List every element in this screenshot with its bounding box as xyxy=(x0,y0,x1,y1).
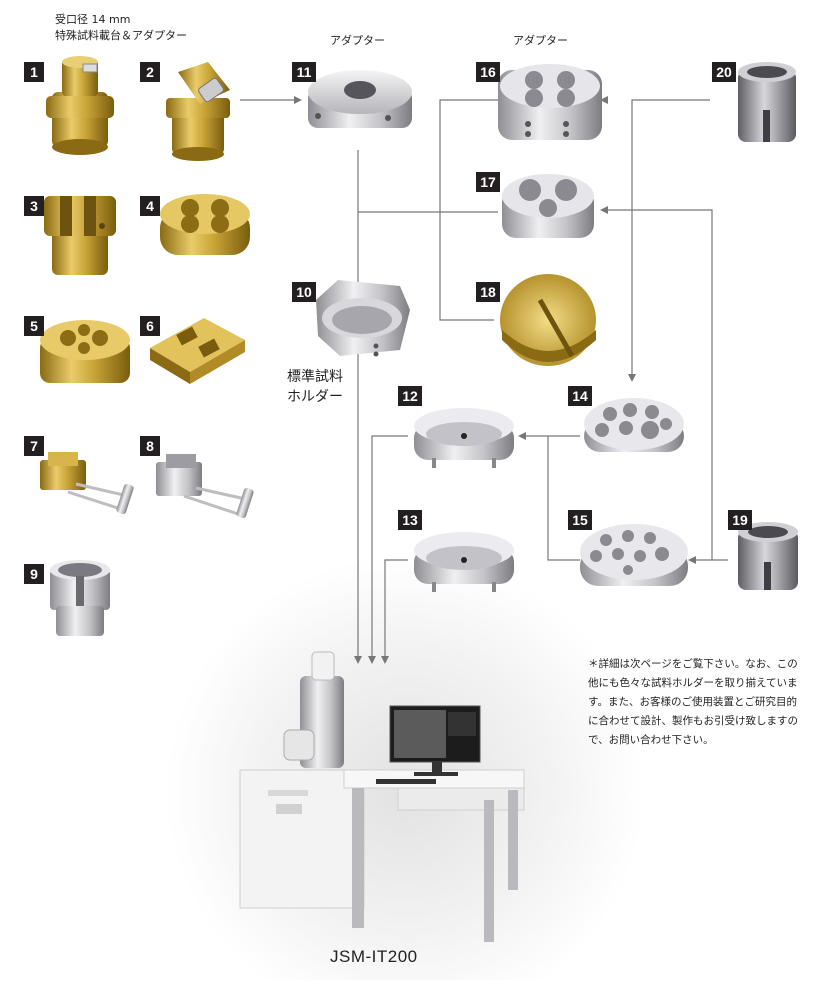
item-18-brass-disc-adapter xyxy=(500,274,596,366)
item-10-standard-holder xyxy=(316,280,410,357)
badge-3: 3 xyxy=(24,196,44,216)
badge-7: 7 xyxy=(24,436,44,456)
item-5-cross-brass xyxy=(40,320,130,383)
item-19-steel-sleeve xyxy=(738,522,798,590)
connector-arrowheads xyxy=(294,96,696,664)
badge-4: 4 xyxy=(140,196,160,216)
item-2-brass-clamp-stub xyxy=(166,62,230,161)
item-13-cup-holder xyxy=(414,532,514,592)
connector-lines xyxy=(240,99,728,660)
badge-8: 8 xyxy=(140,436,160,456)
item-4-four-hole-brass xyxy=(160,194,250,255)
badge-5: 5 xyxy=(24,316,44,336)
item-8-steel-clip-with-pin xyxy=(156,454,254,519)
footnote: ＊詳細は次ページをご覧下さい。なお、この他にも色々な試料ホルダーを取り揃えていま… xyxy=(588,658,798,746)
badge-11: 11 xyxy=(292,62,316,82)
badge-10: 10 xyxy=(292,282,316,302)
badge-13: 13 xyxy=(398,510,422,530)
header-diameter: 受口径 14 mm xyxy=(55,13,131,26)
badge-9: 9 xyxy=(24,564,44,584)
item-11-adapter-ring xyxy=(308,70,412,128)
item-15-multi-hole-plate xyxy=(580,524,688,586)
item-14-seven-hole-plate xyxy=(584,398,684,452)
badge-12: 12 xyxy=(398,386,422,406)
item-9-silver-cup xyxy=(50,560,110,636)
standard-holder-label-line1: 標準試料 xyxy=(287,369,343,385)
badge-1: 1 xyxy=(24,62,44,82)
item-1-brass-stub xyxy=(46,56,114,155)
item-3-slotted-brass xyxy=(44,196,116,275)
sem-instrument xyxy=(239,651,525,942)
item-17-three-hole-adapter xyxy=(502,174,594,238)
item-20-steel-sleeve xyxy=(738,62,796,142)
header-special-stage: 特殊試料載台＆アダプター xyxy=(55,29,187,42)
badge-16: 16 xyxy=(476,62,500,82)
item-6-flat-brass xyxy=(150,318,245,384)
standard-holder-label-line2: ホルダー xyxy=(287,389,343,405)
badge-19: 19 xyxy=(728,510,752,530)
item-7-brass-clip-with-pin xyxy=(40,452,134,515)
adapter-heading-right: アダプター xyxy=(513,34,568,47)
badge-2: 2 xyxy=(140,62,160,82)
adapter-heading-left: アダプター xyxy=(330,34,385,47)
item-12-cup-holder xyxy=(414,408,514,468)
badge-15: 15 xyxy=(568,510,592,530)
badge-6: 6 xyxy=(140,316,160,336)
badge-20: 20 xyxy=(712,62,736,82)
badge-17: 17 xyxy=(476,172,500,192)
model-name: JSM-IT200 xyxy=(330,947,418,966)
item-16-four-hole-adapter xyxy=(498,64,602,140)
badge-14: 14 xyxy=(568,386,592,406)
badge-18: 18 xyxy=(476,282,500,302)
